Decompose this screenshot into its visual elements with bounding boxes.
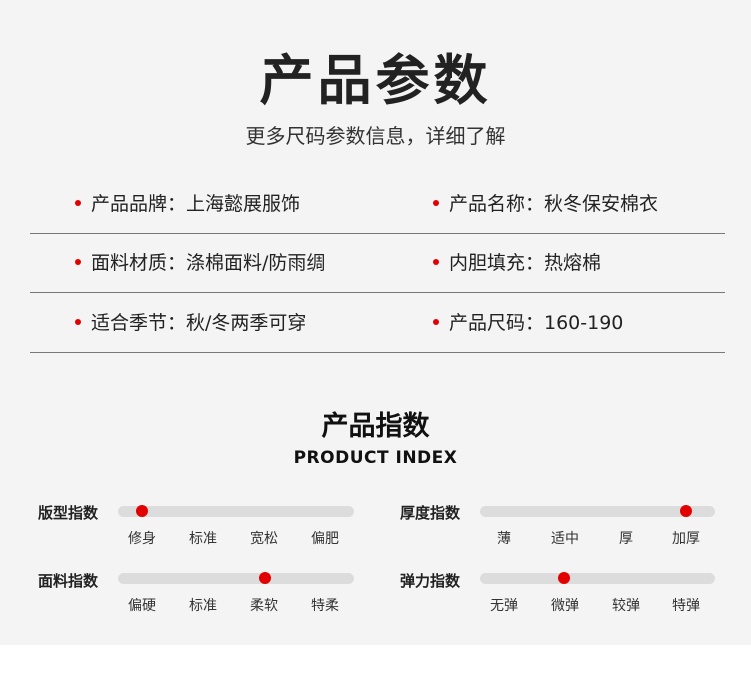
index-track-thickness: [480, 505, 715, 517]
tick-label: 修身: [128, 531, 156, 547]
tick-label: 偏硬: [128, 598, 156, 614]
param-row: 面料材质：涤棉面料/防雨绸 内胆填充：热熔棉: [30, 234, 725, 293]
tick-label: 较弹: [612, 598, 640, 614]
param-fabric: 面料材质：涤棉面料/防雨绸: [75, 234, 325, 292]
param-fabric-text: 面料材质：涤棉面料/防雨绸: [91, 252, 326, 274]
param-size-text: 产品尺码：160-190: [449, 312, 624, 334]
param-filling-text: 内胆填充：热熔棉: [449, 252, 602, 274]
tick-label: 柔软: [250, 598, 278, 614]
page-subtitle: 更多尺码参数信息，详细了解: [245, 124, 506, 148]
index-label-fabric: 面料指数: [38, 572, 99, 590]
bullet-icon: [433, 318, 439, 325]
tick-label: 适中: [551, 531, 579, 547]
index-track-fit: [118, 505, 354, 517]
index-marker-fit: [136, 505, 148, 517]
bullet-icon: [433, 199, 439, 206]
param-row: 产品品牌：上海懿展服饰 产品名称：秋冬保安棉衣: [30, 175, 725, 234]
index-track-fabric: [118, 572, 354, 584]
tick-label: 特柔: [311, 598, 339, 614]
tick-label: 薄: [497, 531, 511, 547]
index-marker-thickness: [680, 505, 692, 517]
index-marker-elasticity: [558, 572, 571, 584]
bullet-icon: [75, 258, 81, 265]
param-size: 产品尺码：160-190: [433, 294, 623, 352]
index-label-fit: 版型指数: [38, 504, 99, 522]
bullet-icon: [75, 199, 81, 206]
tick-label: 无弹: [490, 598, 518, 614]
param-brand-text: 产品品牌：上海懿展服饰: [91, 193, 301, 215]
param-filling: 内胆填充：热熔棉: [433, 234, 601, 292]
tick-label: 标准: [189, 598, 217, 614]
bullet-icon: [75, 318, 81, 325]
index-marker-fabric: [258, 572, 271, 584]
index-track-elasticity: [480, 572, 715, 584]
bullet-icon: [433, 258, 439, 265]
tick-label: 厚: [619, 531, 633, 547]
index-section-subtitle: PRODUCT INDEX: [293, 448, 458, 468]
index-label-elasticity: 弹力指数: [400, 572, 461, 590]
index-section-title: 产品指数: [321, 411, 430, 442]
tick-label: 微弹: [551, 598, 579, 614]
page-title: 产品参数: [259, 49, 492, 112]
product-params-panel: 产品参数 更多尺码参数信息，详细了解 产品品牌：上海懿展服饰 产品名称：秋冬保安…: [0, 0, 751, 645]
tick-label: 偏肥: [311, 531, 339, 547]
param-season: 适合季节：秋/冬两季可穿: [75, 294, 306, 352]
param-brand: 产品品牌：上海懿展服饰: [75, 175, 300, 233]
tick-label: 加厚: [672, 531, 700, 547]
param-product-name: 产品名称：秋冬保安棉衣: [433, 175, 658, 233]
tick-label: 标准: [189, 531, 217, 547]
param-season-text: 适合季节：秋/冬两季可穿: [91, 312, 307, 334]
index-label-thickness: 厚度指数: [400, 504, 461, 522]
param-row: 适合季节：秋/冬两季可穿 产品尺码：160-190: [30, 294, 725, 353]
param-product-name-text: 产品名称：秋冬保安棉衣: [449, 193, 659, 215]
tick-label: 特弹: [672, 598, 700, 614]
tick-label: 宽松: [250, 531, 278, 547]
